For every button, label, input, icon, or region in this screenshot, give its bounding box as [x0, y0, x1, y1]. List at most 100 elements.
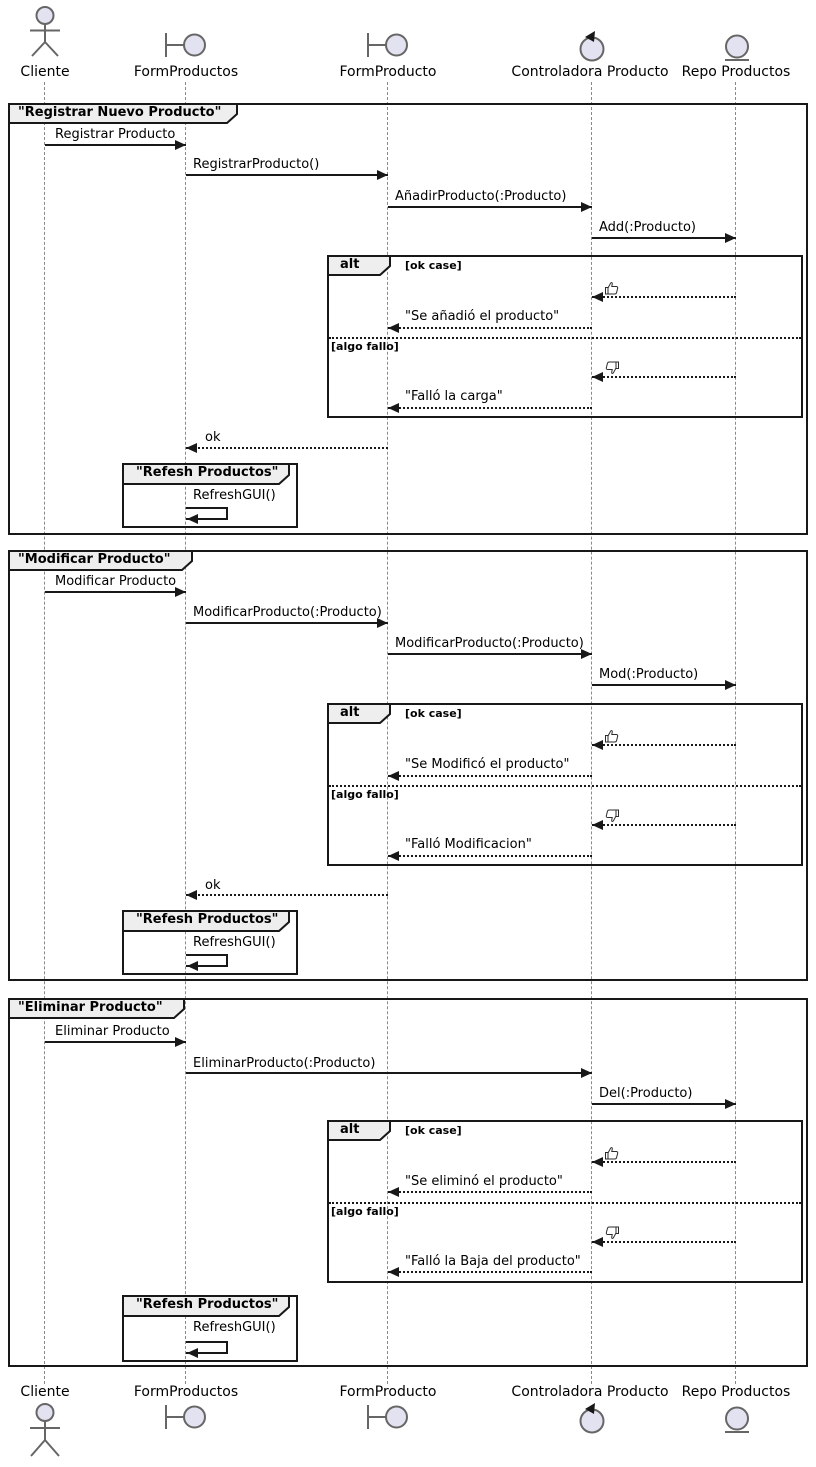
message-line: [592, 1103, 736, 1105]
alt-divider: [329, 337, 801, 339]
self-message-label: RefreshGUI(): [193, 935, 276, 950]
return-line: [592, 1241, 736, 1243]
message-label: ModificarProducto(:Producto): [395, 636, 584, 651]
arrowhead: [581, 1068, 592, 1078]
group-title: "Refesh Productos": [136, 465, 279, 480]
frame-title: "Registrar Nuevo Producto": [18, 105, 222, 120]
arrowhead: [581, 649, 592, 659]
return-line: [186, 894, 388, 896]
participant-label: Repo Productos: [681, 1384, 791, 1400]
alt-fragment: [327, 1120, 803, 1283]
return-line: [388, 775, 592, 777]
alt-divider: [329, 785, 801, 787]
guard-fail: [algo fallo]: [331, 1205, 399, 1218]
thumbs-up-icon: [605, 730, 619, 743]
self-message-line: [186, 1341, 228, 1354]
arrowhead: [175, 1037, 186, 1047]
group-title: "Refesh Productos": [136, 912, 279, 927]
alt-divider: [329, 1202, 801, 1204]
entity-icon: [725, 34, 749, 61]
arrowhead: [388, 851, 399, 861]
participant-label: Repo Productos: [681, 64, 791, 80]
return-line: [388, 327, 592, 329]
alt-fragment: [327, 703, 803, 866]
guard-fail: [algo fallo]: [331, 340, 399, 353]
lifeline-formproducto: [387, 82, 388, 1384]
frame-registrar: [8, 103, 808, 535]
arrowhead: [592, 740, 603, 750]
message-line: [388, 653, 592, 655]
group-title-tab: [122, 910, 290, 932]
return-line: [592, 376, 736, 378]
actor-icon: [30, 1403, 60, 1457]
return-line: [592, 296, 736, 298]
frame-title-tab: [8, 998, 185, 1019]
message-line: [186, 174, 388, 176]
boundary-icon: [367, 33, 408, 57]
self-message-line: [186, 507, 228, 520]
return-label: "Falló Modificacion": [405, 837, 532, 852]
arrowhead: [592, 372, 603, 382]
arrowhead: [377, 618, 388, 628]
frame-title: "Eliminar Producto": [18, 1000, 163, 1015]
lifeline-controladora: [591, 82, 592, 1384]
message-label: Del(:Producto): [599, 1086, 693, 1101]
participant-label: Cliente: [20, 64, 70, 80]
participant-label: FormProductos: [133, 64, 239, 80]
return-line: [186, 447, 388, 449]
alt-operator: alt: [340, 1122, 360, 1137]
alt-fragment: [327, 255, 803, 418]
self-message-label: RefreshGUI(): [193, 488, 276, 503]
return-label: ok: [205, 878, 221, 893]
message-line: [45, 1041, 186, 1043]
frame-title-tab: [8, 103, 238, 124]
arrowhead: [187, 961, 198, 971]
arrowhead: [187, 514, 198, 524]
message-label: Add(:Producto): [599, 220, 697, 235]
group-title-tab: [122, 463, 290, 485]
participant-label: Controladora Producto: [511, 1384, 669, 1400]
return-line: [388, 407, 592, 409]
arrowhead: [581, 202, 592, 212]
participant-label: FormProductos: [133, 1384, 239, 1400]
self-message-label: RefreshGUI(): [193, 1320, 276, 1335]
alt-operator: alt: [340, 257, 360, 272]
guard-ok: [ok case]: [405, 707, 462, 720]
thumbs-up-icon: [605, 1147, 619, 1160]
arrowhead: [388, 1187, 399, 1197]
guard-ok: [ok case]: [405, 259, 462, 272]
lifeline-cliente: [44, 82, 45, 1384]
alt-operator: alt: [340, 705, 360, 720]
message-label: AñadirProducto(:Producto): [395, 189, 567, 204]
arrowhead: [592, 820, 603, 830]
message-line: [186, 1072, 592, 1074]
return-line: [388, 1271, 592, 1273]
message-label: Modificar Producto: [55, 574, 177, 589]
control-icon: [579, 31, 605, 62]
arrowhead: [187, 1348, 198, 1358]
arrowhead: [388, 323, 399, 333]
arrowhead: [186, 890, 197, 900]
return-line: [388, 1191, 592, 1193]
return-label: "Falló la carga": [405, 389, 503, 404]
arrowhead: [725, 1099, 736, 1109]
frame-title: "Modificar Producto": [18, 552, 171, 567]
boundary-icon: [367, 1405, 408, 1429]
return-line: [388, 855, 592, 857]
alt-tab: [327, 703, 391, 724]
message-label: Mod(:Producto): [599, 667, 699, 682]
message-label: Eliminar Producto: [55, 1024, 170, 1039]
alt-tab: [327, 255, 391, 276]
message-line: [592, 237, 736, 239]
message-label: Registrar Producto: [55, 127, 176, 142]
alt-tab: [327, 1120, 391, 1141]
return-label: "Se añadió el producto": [405, 309, 560, 324]
message-label: EliminarProducto(:Producto): [193, 1056, 376, 1071]
arrowhead: [388, 1267, 399, 1277]
guard-ok: [ok case]: [405, 1124, 462, 1137]
return-label: "Se Modificó el producto": [405, 757, 570, 772]
participant-label: FormProducto: [339, 1384, 437, 1400]
arrowhead: [377, 170, 388, 180]
frame-modificar: [8, 550, 808, 981]
self-message-line: [186, 954, 228, 967]
